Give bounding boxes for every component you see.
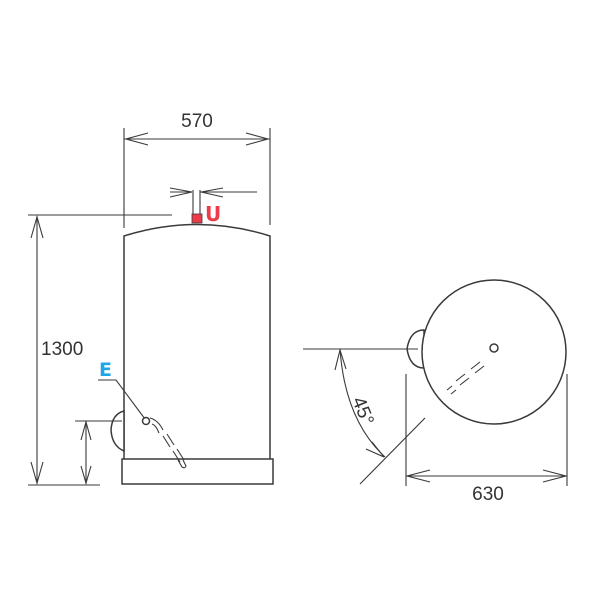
inlet-bump [110, 410, 125, 453]
outlet-pipe-dimension [169, 187, 257, 216]
outlet-label: U [205, 202, 221, 226]
width-label: 570 [181, 111, 213, 132]
dip-tube [149, 417, 187, 469]
dashed-diagonal [446, 361, 485, 395]
height-dimension: 1300 [28, 214, 100, 486]
tank-body [121, 223, 274, 485]
inlet-label: E [99, 359, 112, 381]
width-dimension: 570 [123, 111, 271, 228]
height-label: 1300 [41, 339, 83, 360]
outlet-connector [191, 213, 203, 224]
arrow-right-icon [245, 132, 271, 146]
angle-line [359, 417, 426, 485]
top-view: 45° 630 [303, 279, 569, 505]
inlet-point [141, 416, 151, 426]
arrow-up-icon [30, 214, 44, 239]
tank-base [121, 458, 274, 485]
front-view: 570 U 1300 [28, 111, 274, 486]
arrow-down-icon [30, 461, 44, 486]
center-point [489, 343, 499, 353]
inlet-height-dimension [75, 419, 122, 485]
diameter-label: 630 [472, 484, 504, 505]
inlet-leader [98, 379, 146, 420]
arrow-left-icon [123, 132, 149, 146]
diameter-dimension: 630 [404, 374, 569, 505]
angle-label: 45° [347, 394, 377, 429]
